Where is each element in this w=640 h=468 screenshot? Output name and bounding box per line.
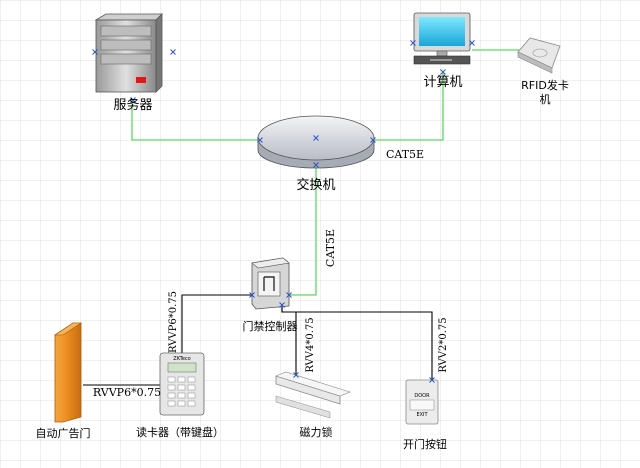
rfid-label-line2: 机 <box>540 92 551 106</box>
exit-button-top-text: DOOR <box>414 393 430 399</box>
keypad-key <box>177 392 186 399</box>
reader-controller-line <box>181 294 252 355</box>
switch-label: 交换机 <box>296 177 335 193</box>
controller-switch-link-label: CAT5E <box>324 229 337 267</box>
selection-handle[interactable] <box>440 69 446 75</box>
controller-icon <box>251 257 290 310</box>
reader-controller-link-label: RVVP6*0.75 <box>168 291 179 353</box>
selection-handle[interactable] <box>257 137 263 143</box>
exit-button-bottom-text: EXIT <box>416 412 428 418</box>
selection-handle[interactable] <box>410 40 416 46</box>
keypad-key <box>167 392 176 399</box>
lock-controller-link-label: RVV4*0.75 <box>305 317 316 372</box>
signal-lines <box>83 294 433 386</box>
selection-handle[interactable] <box>170 49 176 55</box>
keypad-key <box>177 384 186 391</box>
keypad-key <box>187 376 196 383</box>
controller-switch-line <box>289 168 317 296</box>
exit-button-icon: DOOR EXIT <box>405 379 439 425</box>
selection-handle[interactable] <box>469 40 475 46</box>
door-reader-link-label: RVVP6*0.75 <box>93 386 161 399</box>
exit-button-label: 开门按钮 <box>403 437 447 451</box>
computer-label: 计算机 <box>423 75 462 90</box>
selection-handle[interactable] <box>130 97 136 103</box>
keypad-key <box>177 376 186 383</box>
selection-handle[interactable] <box>429 377 435 383</box>
keypad-key <box>167 376 176 383</box>
selection-handle[interactable] <box>313 135 319 141</box>
magnetic-lock-icon <box>275 371 351 419</box>
keypad-key <box>187 384 196 391</box>
keypad-key <box>177 400 186 407</box>
switch-icon <box>257 115 375 169</box>
selection-handle[interactable] <box>279 302 285 308</box>
card-reader-label: 读卡器（带键盘） <box>136 425 224 439</box>
computer-icon <box>413 12 471 65</box>
card-reader-icon: ZKTeco <box>159 352 205 416</box>
controller-label: 门禁控制器 <box>243 319 298 333</box>
reader-logo-text: ZKTeco <box>173 356 190 362</box>
keypad-key <box>167 400 176 407</box>
selection-handle[interactable] <box>293 372 299 378</box>
keypad-key <box>187 392 196 399</box>
auto-door-label: 自动广告门 <box>36 426 91 440</box>
selection-handle[interactable] <box>249 292 255 298</box>
magnetic-lock-label: 磁力锁 <box>300 425 333 439</box>
server-label: 服务器 <box>113 97 152 113</box>
selection-handles <box>92 40 475 383</box>
auto-door-icon <box>54 322 82 423</box>
switch-computer-link-label: CAT5E <box>386 148 424 161</box>
rfid-reader-icon <box>517 37 561 74</box>
selection-handle[interactable] <box>313 162 319 168</box>
selection-handle[interactable] <box>370 137 376 143</box>
selection-handle[interactable] <box>286 292 292 298</box>
button-controller-line <box>281 305 433 380</box>
keypad-key <box>167 384 176 391</box>
server-icon <box>94 13 163 93</box>
switch-computer-line <box>373 72 444 141</box>
network-lines <box>131 49 525 296</box>
selection-handle[interactable] <box>92 49 98 55</box>
button-controller-link-label: RVV2*0.75 <box>438 317 449 372</box>
server-switch-line <box>131 100 262 141</box>
rfid-label-line1: RFID发卡 <box>521 78 569 92</box>
keypad-key <box>187 400 196 407</box>
